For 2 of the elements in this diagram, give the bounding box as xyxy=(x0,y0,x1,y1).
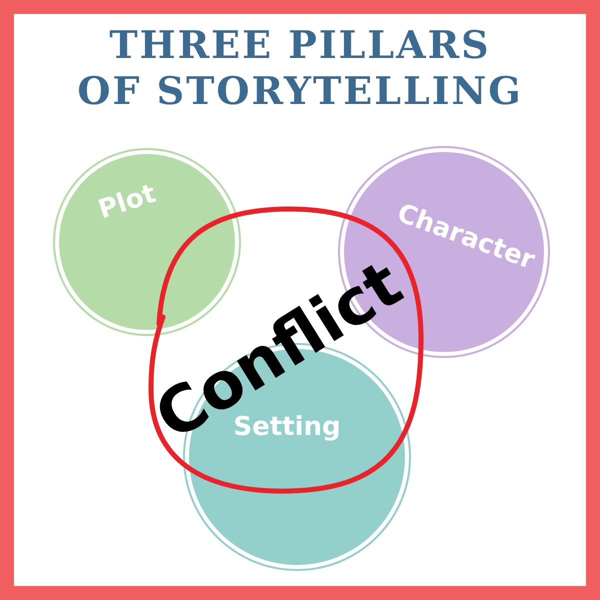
title-heading: THREE PILLARS OF STORYTELLING xyxy=(76,22,524,114)
circle-label: Plot xyxy=(94,178,160,226)
